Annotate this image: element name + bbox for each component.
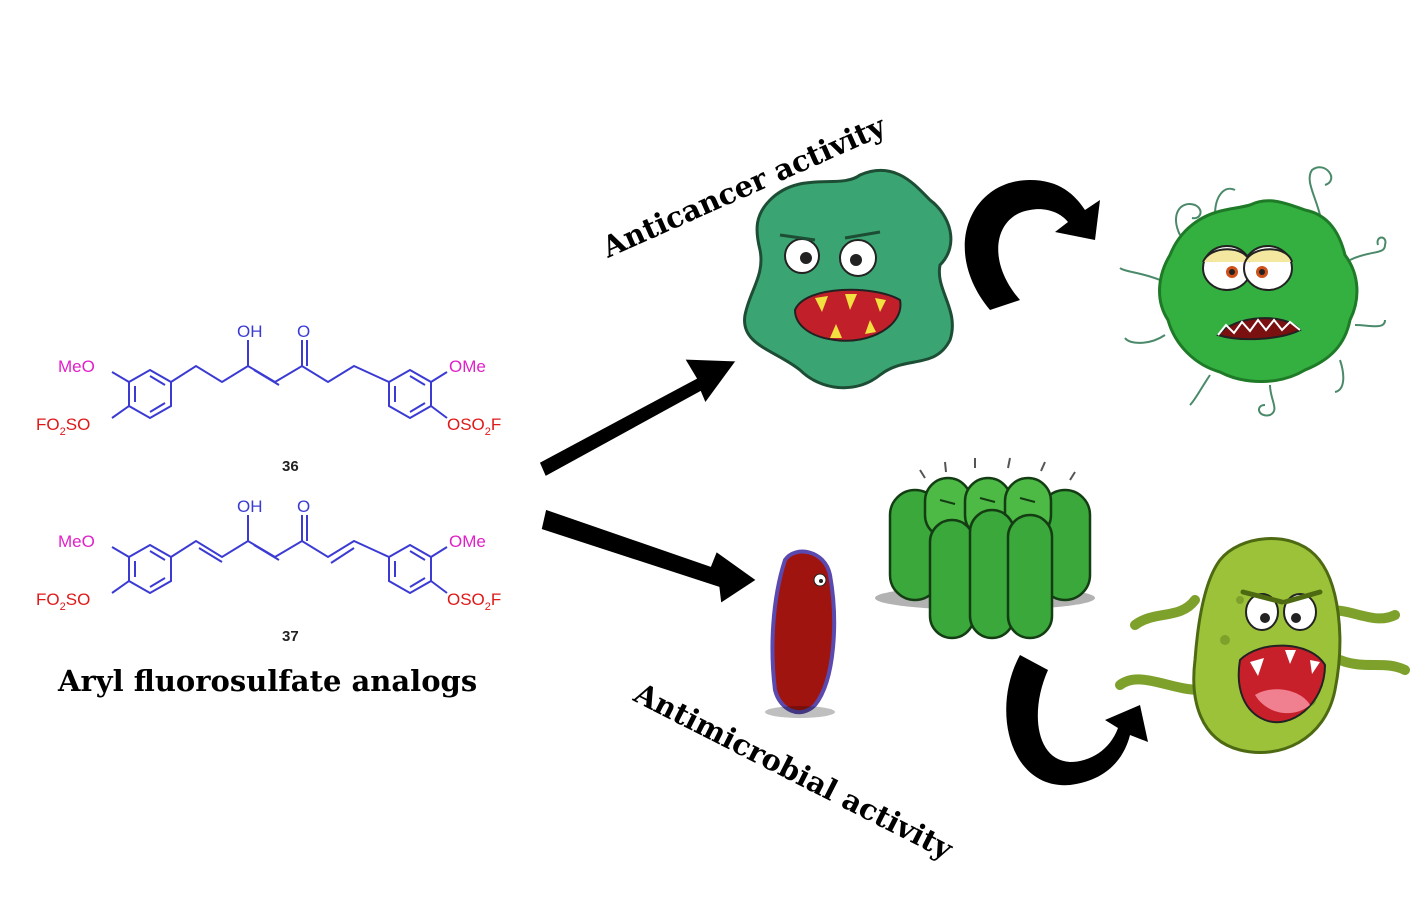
compound-37-fluorosulfate-right: OSO2F <box>447 590 501 613</box>
arrow-to-antimicrobial <box>538 506 761 608</box>
cancer-cell-icon <box>743 168 954 390</box>
compound-36-fluorosulfate-left: FO2SO <box>36 415 90 438</box>
angry-germ-icon <box>1115 537 1410 754</box>
compound-36-fluorosulfate-right: OSO2F <box>447 415 501 438</box>
caption: Aryl fluorosulfate analogs <box>57 664 477 698</box>
compound-37-keto-label: O <box>297 497 310 516</box>
compound-37-number: 37 <box>282 628 299 645</box>
compound-36: OH O MeO FO2SO OMe OSO2F 36 <box>36 322 501 475</box>
compound-36-enol-label: OH <box>237 322 263 341</box>
compound-36-methoxy-right: OMe <box>449 357 486 376</box>
compound-37: OH O MeO FO2SO OMe OSO2F 37 <box>36 497 501 645</box>
compound-36-keto-label: O <box>297 322 310 341</box>
red-bacterium-icon <box>765 549 837 718</box>
compound-36-methoxy-left: MeO <box>58 357 95 376</box>
compound-37-fluorosulfate-left: FO2SO <box>36 590 90 613</box>
dying-cancer-cell-icon <box>1119 166 1387 417</box>
compound-37-methoxy-left: MeO <box>58 532 95 551</box>
compound-36-skeleton <box>111 340 448 419</box>
green-bacteria-cluster-icon <box>875 457 1095 640</box>
arrow-to-anticancer <box>536 356 741 481</box>
curved-arrow-bottom <box>1006 655 1148 786</box>
compound-36-number: 36 <box>282 458 299 475</box>
compound-37-methoxy-right: OMe <box>449 532 486 551</box>
compound-37-enol-label: OH <box>237 497 263 516</box>
curved-arrow-top <box>964 180 1100 310</box>
compound-37-skeleton <box>111 515 448 594</box>
